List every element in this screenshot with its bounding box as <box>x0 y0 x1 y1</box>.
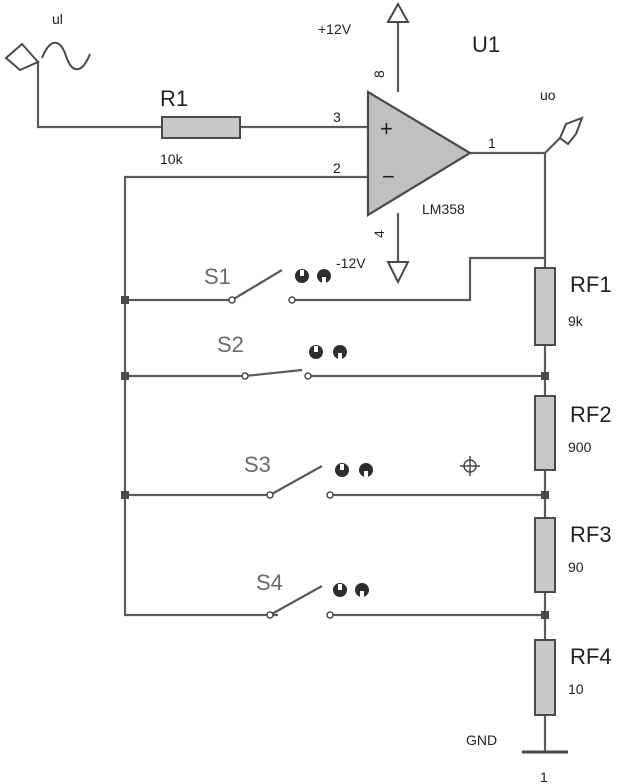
switch-s3[interactable]: S3 <box>244 452 373 499</box>
plus-sign: + <box>380 116 393 141</box>
supply-vpos: +12V <box>318 1 410 37</box>
crosshair-cursor-icon <box>460 456 480 476</box>
ground-symbol: GND 1 <box>466 732 568 784</box>
s2-open-button[interactable] <box>333 345 347 359</box>
vneg-label: -12V <box>336 255 366 271</box>
input-label: ul <box>52 11 63 27</box>
opamp-u1[interactable]: + − U1 LM358 3 2 1 8 4 <box>333 32 500 238</box>
resistor-rf3[interactable]: RF3 90 <box>534 517 612 593</box>
opamp-ref: U1 <box>472 32 500 57</box>
rf2-value: 900 <box>568 439 592 455</box>
rf1-name: RF1 <box>570 272 612 297</box>
ground-pin-label: 1 <box>540 769 548 784</box>
s1-open-button[interactable] <box>317 269 331 283</box>
r1-name: R1 <box>160 86 188 111</box>
output-terminal: uo <box>540 87 584 146</box>
output-label: uo <box>540 87 556 103</box>
wires <box>35 22 561 752</box>
rf2-name: RF2 <box>570 402 612 427</box>
supply-vneg: -12V <box>336 255 410 285</box>
ground-label: GND <box>466 732 497 748</box>
input-terminal-icon <box>4 42 40 72</box>
pin-2-label: 2 <box>333 160 341 176</box>
resistor-rf1[interactable]: RF1 9k <box>534 267 612 346</box>
s2-label: S2 <box>217 332 244 357</box>
sine-wave-icon <box>41 41 91 71</box>
resistor-rf4[interactable]: RF4 10 <box>534 639 612 716</box>
opamp-part: LM358 <box>422 201 465 217</box>
s3-open-button[interactable] <box>359 463 373 477</box>
junction-dots <box>121 296 549 619</box>
rf1-value: 9k <box>568 313 584 329</box>
switch-s2[interactable]: S2 <box>217 332 347 380</box>
output-terminal-icon <box>558 116 584 146</box>
s4-open-button[interactable] <box>355 583 369 597</box>
resistor-rf2[interactable]: RF2 900 <box>534 395 612 471</box>
pin-1-label: 1 <box>488 135 496 151</box>
s3-label: S3 <box>244 452 271 477</box>
power-down-arrow-icon <box>386 261 410 285</box>
input-source: ul <box>4 11 91 72</box>
resistor-r1[interactable]: R1 10k <box>160 86 241 167</box>
minus-sign: − <box>382 164 395 189</box>
switch-s1[interactable]: S1 <box>204 264 331 304</box>
s4-label: S4 <box>256 570 283 595</box>
switch-s4[interactable]: S4 <box>256 570 369 619</box>
s1-label: S1 <box>204 264 231 289</box>
pin-4-label: 4 <box>371 230 387 238</box>
r1-value: 10k <box>160 151 184 167</box>
vpos-label: +12V <box>318 21 352 37</box>
rf3-name: RF3 <box>570 522 612 547</box>
power-up-arrow-icon <box>386 1 410 23</box>
rf3-value: 90 <box>568 559 584 575</box>
rf4-name: RF4 <box>570 644 612 669</box>
pin-3-label: 3 <box>333 109 341 125</box>
pin-8-label: 8 <box>371 70 387 78</box>
rf4-value: 10 <box>568 681 584 697</box>
